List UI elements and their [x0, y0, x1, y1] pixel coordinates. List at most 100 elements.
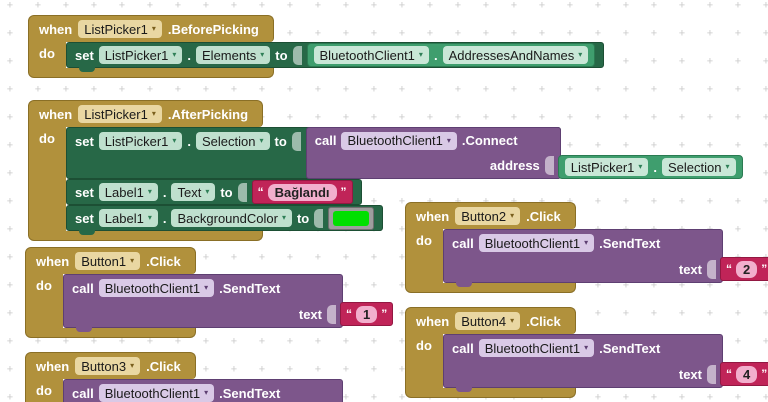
- close-quote-icon: ”: [381, 307, 388, 321]
- open-quote-icon: “: [346, 307, 352, 321]
- grid-mark: +: [734, 335, 742, 348]
- grid-mark: +: [482, 83, 490, 96]
- block-call-bluetoothclient1-sendtext[interactable]: call BluetoothClient1 ▾ .SendText text: [443, 229, 768, 287]
- block-set-listpicker1-elements[interactable]: set ListPicker1 ▾ . Elements ▾ to Bluet: [66, 42, 605, 72]
- component-dropdown[interactable]: ListPicker1 ▾: [98, 132, 183, 150]
- property-dropdown[interactable]: Selection ▾: [196, 132, 270, 150]
- component-dropdown[interactable]: BluetoothClient1 ▾: [478, 339, 595, 357]
- do-column: do: [28, 127, 66, 231]
- grid-mark: +: [539, 196, 545, 208]
- grid-mark: +: [6, 363, 14, 376]
- dropdown-value: Button3: [81, 358, 127, 374]
- grid-mark: +: [622, 195, 630, 208]
- chevron-down-icon: ▾: [584, 343, 589, 352]
- chevron-down-icon: ▾: [204, 283, 209, 292]
- dropdown-value: Label1: [104, 210, 144, 226]
- block-when-button1-click[interactable]: when Button1 ▾ .Click do call BluetoothC…: [25, 247, 394, 338]
- component-dropdown[interactable]: ListPicker1 ▾: [98, 46, 183, 64]
- component-dropdown[interactable]: Button3 ▾: [75, 357, 141, 375]
- string-value[interactable]: Bağlandı: [267, 183, 337, 201]
- event-header[interactable]: when ListPicker1 ▾ .BeforePicking: [28, 15, 274, 42]
- event-header[interactable]: when ListPicker1 ▾ .AfterPicking: [28, 100, 264, 127]
- component-dropdown[interactable]: BluetoothClient1 ▾: [313, 46, 429, 64]
- block-set-label1-backgroundcolor[interactable]: set Label1 ▾ . BackgroundColor ▾ to: [66, 205, 384, 235]
- block-call-bluetoothclient1-sendtext[interactable]: call BluetoothClient1 ▾ .SendText text: [443, 334, 768, 392]
- block-text-string[interactable]: “ 4 ”: [720, 362, 768, 386]
- component-dropdown[interactable]: BluetoothClient1 ▾: [478, 234, 595, 252]
- block-text-string[interactable]: “ Bağlandı ”: [251, 180, 353, 204]
- block-when-button2-click[interactable]: when Button2 ▾ .Click do call BluetoothC…: [405, 202, 768, 293]
- block-call-bluetoothclient1-connect[interactable]: call BluetoothClient1 ▾ .Connect address: [305, 127, 743, 179]
- dropdown-value: AddressesAndNames: [448, 47, 575, 63]
- component-dropdown[interactable]: BluetoothClient1 ▾: [341, 131, 457, 150]
- grid-mark: +: [594, 27, 602, 40]
- block-when-button4-click[interactable]: when Button4 ▾ .Click do call BluetoothC…: [405, 307, 768, 398]
- event-footer: [405, 388, 576, 398]
- block-get-listpicker1-selection[interactable]: ListPicker1 ▾ . Selection ▾: [557, 155, 743, 179]
- block-call-bluetoothclient1-sendtext[interactable]: call BluetoothClient1 ▾ .SendText text: [63, 379, 343, 402]
- do-label: do: [36, 278, 52, 293]
- event-header[interactable]: when Button4 ▾ .Click: [405, 307, 576, 334]
- block-color-green[interactable]: [328, 206, 375, 230]
- component-dropdown[interactable]: Label1 ▾: [98, 209, 158, 227]
- event-header[interactable]: when Button3 ▾ .Click: [25, 352, 196, 379]
- grid-mark: +: [6, 83, 14, 96]
- block-get-bluetoothclient1-addressesandnames[interactable]: BluetoothClient1 ▾ . AddressesAndNames ▾: [306, 43, 596, 67]
- property-dropdown[interactable]: BackgroundColor ▾: [171, 209, 292, 227]
- grid-mark: +: [678, 391, 686, 402]
- grid-mark: +: [762, 335, 768, 348]
- event-header[interactable]: when Button2 ▾ .Click: [405, 202, 576, 229]
- component-dropdown[interactable]: Label1 ▾: [98, 183, 158, 201]
- block-text-string[interactable]: “ 1 ”: [340, 302, 394, 326]
- grid-mark: +: [594, 83, 602, 96]
- component-dropdown[interactable]: ListPicker1 ▾: [78, 105, 162, 123]
- component-dropdown[interactable]: ListPicker1 ▾: [78, 20, 162, 38]
- grid-mark: +: [510, 83, 518, 96]
- do-column: do: [405, 229, 443, 283]
- block-set-label1-text[interactable]: set Label1 ▾ . Text ▾ to “ Bağlandı: [66, 179, 362, 205]
- string-value[interactable]: 4: [736, 365, 758, 383]
- block-when-listpicker1-afterpicking[interactable]: when ListPicker1 ▾ .AfterPicking do set …: [28, 100, 743, 241]
- grid-mark: +: [762, 223, 768, 236]
- component-dropdown[interactable]: BluetoothClient1 ▾: [98, 279, 215, 297]
- component-dropdown[interactable]: ListPicker1 ▾: [564, 158, 649, 176]
- grid-mark: +: [454, 111, 462, 124]
- property-dropdown[interactable]: Selection ▾: [662, 158, 736, 176]
- grid-mark: +: [454, 83, 462, 96]
- property-dropdown[interactable]: AddressesAndNames ▾: [442, 46, 589, 64]
- grid-mark: +: [734, 139, 742, 152]
- grid-mark: +: [762, 391, 768, 402]
- event-header[interactable]: when Button1 ▾ .Click: [25, 247, 196, 274]
- string-value[interactable]: 2: [736, 260, 758, 278]
- dropdown-value: Selection: [668, 159, 722, 175]
- component-dropdown[interactable]: Button1 ▾: [75, 252, 141, 270]
- property-dropdown[interactable]: Elements ▾: [196, 46, 271, 64]
- value-socket: [707, 364, 716, 384]
- grid-mark: +: [370, 335, 378, 348]
- grid-mark: +: [34, 83, 42, 96]
- grid-mark: +: [342, 83, 350, 96]
- block-call-bluetoothclient1-sendtext[interactable]: call BluetoothClient1 ▾ .SendText text: [63, 274, 394, 332]
- grid-mark: +: [370, 0, 378, 12]
- grid-mark: +: [398, 363, 406, 376]
- block-when-button3-click[interactable]: when Button3 ▾ .Click do call BluetoothC…: [25, 352, 343, 402]
- chevron-down-icon: ▾: [725, 162, 730, 171]
- call-label: call: [452, 340, 474, 356]
- block-when-listpicker1-beforepicking[interactable]: when ListPicker1 ▾ .BeforePicking do set…: [28, 15, 605, 78]
- do-column: do: [28, 42, 66, 68]
- grid-mark: +: [174, 0, 182, 12]
- string-value[interactable]: 1: [356, 305, 378, 323]
- grid-mark: +: [118, 83, 126, 96]
- property-dropdown[interactable]: Text ▾: [171, 183, 216, 201]
- component-dropdown[interactable]: Button2 ▾: [455, 207, 521, 225]
- chevron-down-icon: ▾: [584, 238, 589, 247]
- grid-mark: +: [427, 196, 433, 208]
- block-text-string[interactable]: “ 2 ”: [720, 257, 768, 281]
- grid-mark: +: [398, 307, 406, 320]
- block-set-listpicker1-selection[interactable]: set ListPicker1 ▾ . Selection ▾ to: [66, 127, 743, 179]
- grid-mark: +: [650, 139, 658, 152]
- component-dropdown[interactable]: Button4 ▾: [455, 312, 521, 330]
- grid-mark: +: [286, 0, 294, 12]
- component-dropdown[interactable]: BluetoothClient1 ▾: [98, 384, 215, 402]
